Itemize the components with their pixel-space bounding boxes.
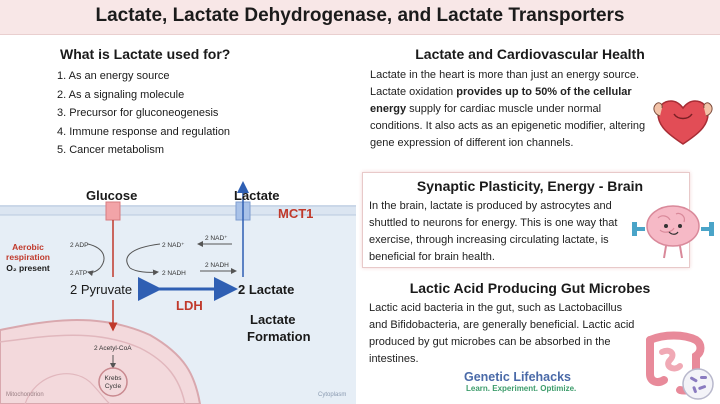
gut-line: intestines. xyxy=(369,353,419,365)
krebs-cycle-circle xyxy=(98,367,128,397)
ldh-label: LDH xyxy=(176,298,203,313)
brain-line: beneficial for brain health. xyxy=(369,251,495,263)
uses-list: 1. As an energy source 2. As a signaling… xyxy=(57,67,230,160)
brain-line: In the brain, lactate is produced by ast… xyxy=(369,200,612,212)
mct1-label: MCT1 xyxy=(278,206,313,221)
brain-icon xyxy=(632,205,714,259)
cardio-line: gene expression of different ion channel… xyxy=(370,137,574,149)
title-banner: Lactate, Lactate Dehydrogenase, and Lact… xyxy=(0,0,720,35)
mitochondrion-shape xyxy=(0,318,202,404)
formation-line2: Formation xyxy=(247,329,311,344)
brain-card xyxy=(362,172,690,268)
lactate2-label: 2 Lactate xyxy=(238,282,294,297)
atp-label: 2 ATP xyxy=(70,270,87,277)
krebs-label-1: Krebs xyxy=(105,375,123,382)
cardio-line: energy supply for cardiac muscle under n… xyxy=(370,103,602,115)
o2-present-label: O₂ present xyxy=(6,263,50,273)
list-item: 1. As an energy source xyxy=(57,70,170,82)
cardio-line: Lactate in the heart is more than just a… xyxy=(370,69,640,81)
cell-membrane xyxy=(0,205,356,215)
glucose-transporter xyxy=(105,201,121,221)
cardio-text: Lactate in the heart is more than just a… xyxy=(370,67,700,152)
adp-label: 2 ADP xyxy=(70,242,88,249)
respiration-label: respiration xyxy=(6,252,50,262)
brain-line: exercise, through increasing circulating… xyxy=(369,234,609,246)
page-title: Lactate, Lactate Dehydrogenase, and Lact… xyxy=(95,5,625,26)
gut-heading: Lactic Acid Producing Gut Microbes xyxy=(409,280,651,296)
metabolism-diagram: Glucose Lactate MCT1 Aerobic respiration… xyxy=(0,181,356,404)
mitochondrion-label: Mitochondrion xyxy=(6,392,44,398)
intestine-icon xyxy=(646,331,714,400)
list-item: 2. As a signaling molecule xyxy=(57,88,185,101)
gut-line: produced by gut microbes can be absorbed… xyxy=(369,336,611,348)
cardio-heading: Lactate and Cardiovascular Health xyxy=(415,46,645,62)
krebs-label-2: Cycle xyxy=(105,383,122,390)
lactate-label: Lactate xyxy=(234,188,280,203)
nad-right-label: 2 NAD⁺ xyxy=(205,235,228,242)
gut-line: Lactic acid bacteria in the gut, such as… xyxy=(369,302,623,314)
gut-line: and Bifidobacteria, are generally benefi… xyxy=(369,319,635,331)
nadh-left-label: 2 NADH xyxy=(162,270,186,277)
pyruvate-label: 2 Pyruvate xyxy=(70,282,132,297)
logo-tagline: Learn. Experiment. Optimize. xyxy=(466,384,577,393)
brain-line: shuttled to neurons for energy. This is … xyxy=(369,217,618,229)
uses-heading: What is Lactate used for? xyxy=(60,46,231,62)
cytoplasm-label: Cytoplasm xyxy=(318,392,346,398)
brain-heading: Synaptic Plasticity, Energy - Brain xyxy=(416,178,644,194)
cardio-line: conditions. It also acts as an epigeneti… xyxy=(370,120,646,132)
nadh-right-label: 2 NADH xyxy=(205,262,229,269)
list-item: 4. Immune response and regulation xyxy=(57,125,231,138)
nad-left-label: 2 NAD⁺ xyxy=(162,242,185,249)
aerobic-label: Aerobic xyxy=(12,242,44,252)
heart-icon xyxy=(653,100,713,145)
brain-text: In the brain, lactate is produced by ast… xyxy=(369,198,669,266)
brand-logo: Genetic Lifehacks Learn. Experiment. Opt… xyxy=(464,370,576,393)
list-item: 5. Cancer metabolism xyxy=(57,144,164,156)
glucose-label: Glucose xyxy=(86,188,137,203)
gut-text: Lactic acid bacteria in the gut, such as… xyxy=(369,300,669,368)
list-item: 3. Precursor for gluconeogenesis xyxy=(57,107,219,119)
acetyl-label: 2 Acetyl-CoA xyxy=(94,345,132,352)
cardio-line: Lactate oxidation provides up to 50% of … xyxy=(370,86,632,98)
logo-name: Genetic Lifehacks xyxy=(464,370,571,384)
formation-line1: Lactate xyxy=(250,312,296,327)
